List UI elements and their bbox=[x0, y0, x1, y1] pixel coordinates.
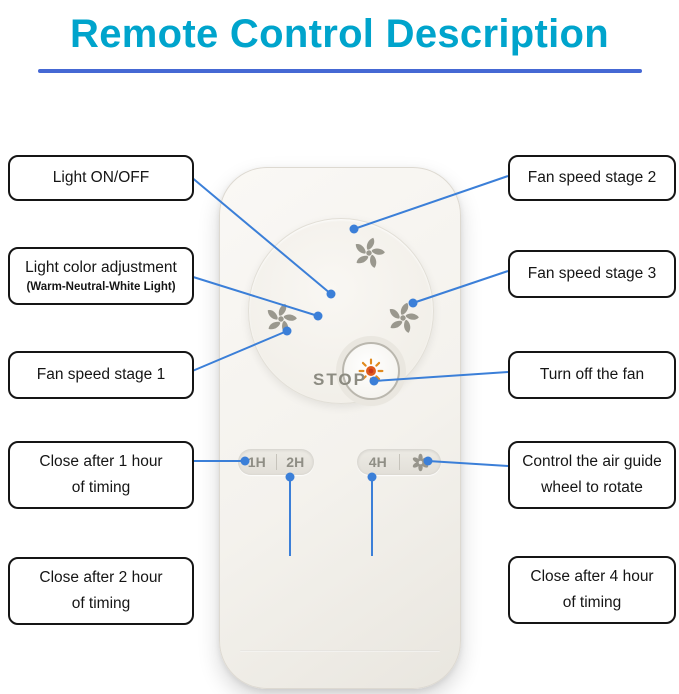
callout-close-2-hour: Close after 2 hour of timing bbox=[8, 557, 194, 625]
callout-text: Light ON/OFF bbox=[52, 169, 150, 186]
callout-text: wheel to rotate bbox=[541, 479, 643, 496]
callout-text: of timing bbox=[71, 479, 131, 496]
callout-air-guide-wheel: Control the air guide wheel to rotate bbox=[508, 441, 676, 509]
fan-speed-1-button[interactable] bbox=[261, 299, 301, 339]
callout-close-1-hour: Close after 1 hour of timing bbox=[8, 441, 194, 509]
fan-icon bbox=[386, 301, 420, 335]
callout-text: Fan speed stage 3 bbox=[527, 265, 657, 282]
pill-divider bbox=[398, 454, 400, 470]
callout-light-on-off: Light ON/OFF bbox=[8, 155, 194, 201]
callout-light-color-adjustment: Light color adjustment (Warm-Neutral-Whi… bbox=[8, 247, 194, 305]
timer-4h-airguide-buttons: 4H bbox=[357, 449, 441, 475]
stop-button[interactable]: STOP bbox=[313, 370, 367, 389]
battery-cover-seam bbox=[240, 650, 440, 652]
callout-text: Close after 2 hour bbox=[39, 569, 163, 586]
callout-close-4-hour: Close after 4 hour of timing bbox=[508, 556, 676, 624]
timer-2h-button[interactable]: 2H bbox=[286, 454, 305, 470]
callout-turn-off-fan: Turn off the fan bbox=[508, 351, 676, 399]
timer-1h-button[interactable]: 1H bbox=[247, 454, 266, 470]
air-guide-button[interactable] bbox=[400, 453, 442, 472]
fan-icon bbox=[264, 302, 298, 336]
callout-text: Fan speed stage 2 bbox=[527, 169, 657, 186]
title-underline bbox=[38, 69, 642, 73]
callout-text: Control the air guide bbox=[522, 453, 662, 470]
callout-text: of timing bbox=[562, 594, 622, 611]
callout-text: of timing bbox=[71, 595, 131, 612]
callout-fan-speed-1: Fan speed stage 1 bbox=[8, 351, 194, 399]
callout-fan-speed-3: Fan speed stage 3 bbox=[508, 250, 676, 298]
callout-text: Light color adjustment bbox=[25, 259, 177, 276]
fan-icon bbox=[352, 236, 386, 270]
light-on-off-button[interactable] bbox=[342, 342, 400, 400]
remote-control: STOP 1H 2H 4H bbox=[219, 167, 461, 689]
timer-1h-2h-buttons: 1H 2H bbox=[238, 449, 314, 475]
callout-subtext: (Warm-Neutral-White Light) bbox=[26, 281, 176, 293]
callout-text: Fan speed stage 1 bbox=[36, 366, 166, 383]
callout-text: Close after 4 hour bbox=[530, 568, 654, 585]
callout-text: Turn off the fan bbox=[539, 366, 645, 383]
callout-fan-speed-2: Fan speed stage 2 bbox=[508, 155, 676, 201]
timer-4h-button[interactable]: 4H bbox=[368, 454, 387, 470]
flower-icon bbox=[411, 453, 430, 472]
page-title: Remote Control Description bbox=[70, 12, 609, 56]
fan-speed-3-button[interactable] bbox=[383, 298, 423, 338]
callout-text: Close after 1 hour bbox=[39, 453, 163, 470]
pill-divider bbox=[275, 454, 277, 470]
fan-speed-2-button[interactable] bbox=[349, 233, 389, 273]
